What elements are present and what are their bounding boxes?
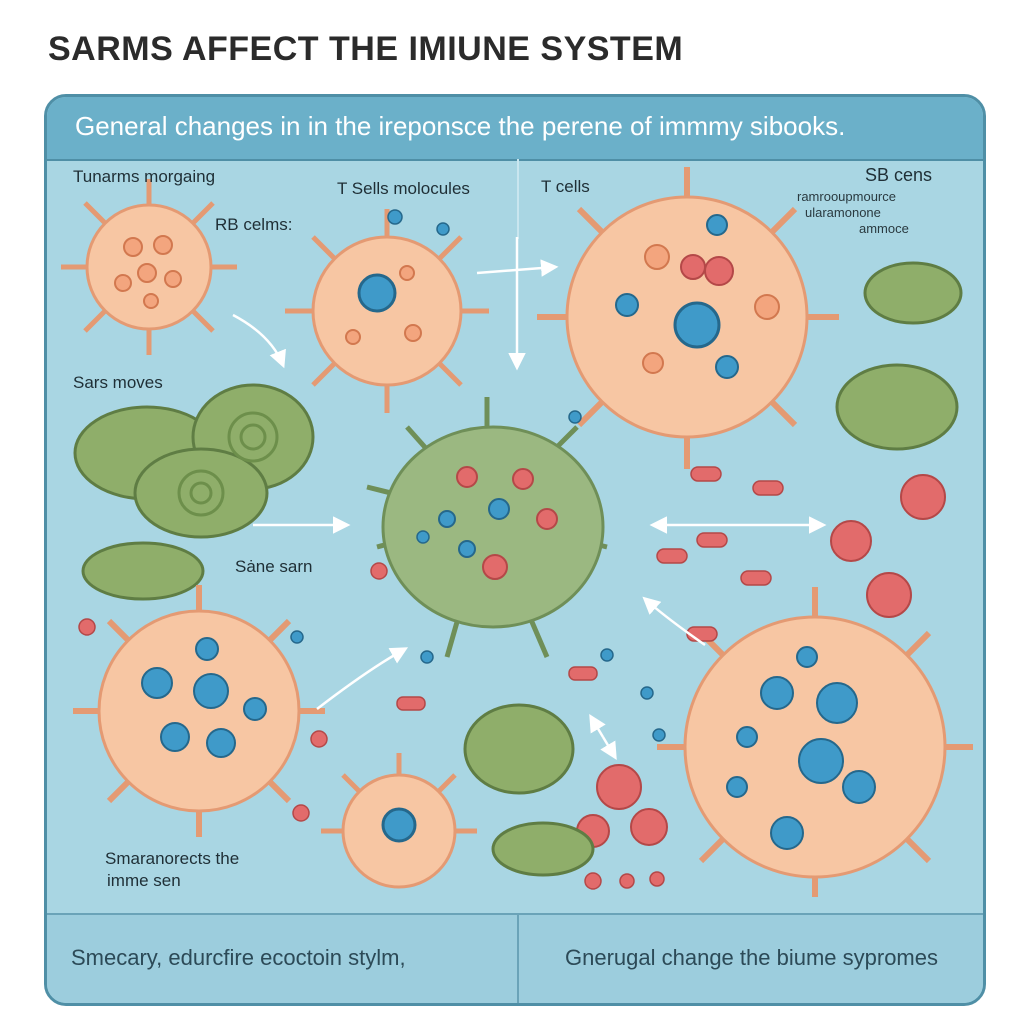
t-cell-bottom-right: [657, 587, 973, 897]
central-macrophage: [366, 397, 608, 658]
label-sb-cells: SB cens: [865, 165, 933, 185]
label-smaranorects-2: imme sen: [107, 871, 181, 890]
label-sb-note-1: ramrooupmource: [797, 189, 896, 204]
label-tunarms: Tunarms morgaing: [73, 167, 216, 186]
footer-right-note: Gnerugal change the biume sypromes: [565, 945, 938, 970]
footer-left-note: Smecary, edurcfire ecoctoin stylm,: [71, 945, 406, 970]
label-same-sarn: Sȧne sarn: [235, 557, 313, 576]
footer-divider: [517, 915, 519, 1003]
label-sars-moves: Sars moves: [73, 373, 163, 392]
cell-illustration: [61, 167, 973, 897]
section-divider-top: [517, 159, 519, 239]
flow-arrows: [232, 237, 827, 761]
label-sb-note-3: ammoce: [859, 221, 909, 236]
diagram-frame: General changes in in the ireponsce the …: [44, 94, 986, 1006]
immune-cell-bottom-left: [73, 585, 325, 837]
label-t-sells: T Sells molocules: [337, 179, 470, 198]
header-banner: General changes in in the ireponsce the …: [47, 97, 983, 161]
label-t-cells: T cells: [541, 177, 590, 196]
green-tissue-right: [463, 261, 963, 877]
banner-text: General changes in in the ireponsce the …: [75, 111, 846, 141]
diagram-title: SARMS AFFECT THE IMIUNE SYSTEM: [48, 30, 684, 68]
immune-cell-top-left: [61, 179, 237, 355]
red-blood-cells: [576, 474, 946, 848]
label-sb-note-2: ularamonone: [805, 205, 881, 220]
t-cell-top-center: [285, 209, 489, 413]
green-tissue-left: [73, 383, 315, 601]
immune-cell-bottom-center: [321, 753, 477, 889]
label-smaranorects-1: Smaranorects the: [105, 849, 240, 868]
scattered-molecules: [78, 209, 784, 890]
label-rb-cells: RB celms:: [215, 215, 293, 234]
footer-bar: Smecary, edurcfire ecoctoin stylm, Gneru…: [47, 913, 983, 1003]
t-cell-top-right: [537, 167, 839, 469]
